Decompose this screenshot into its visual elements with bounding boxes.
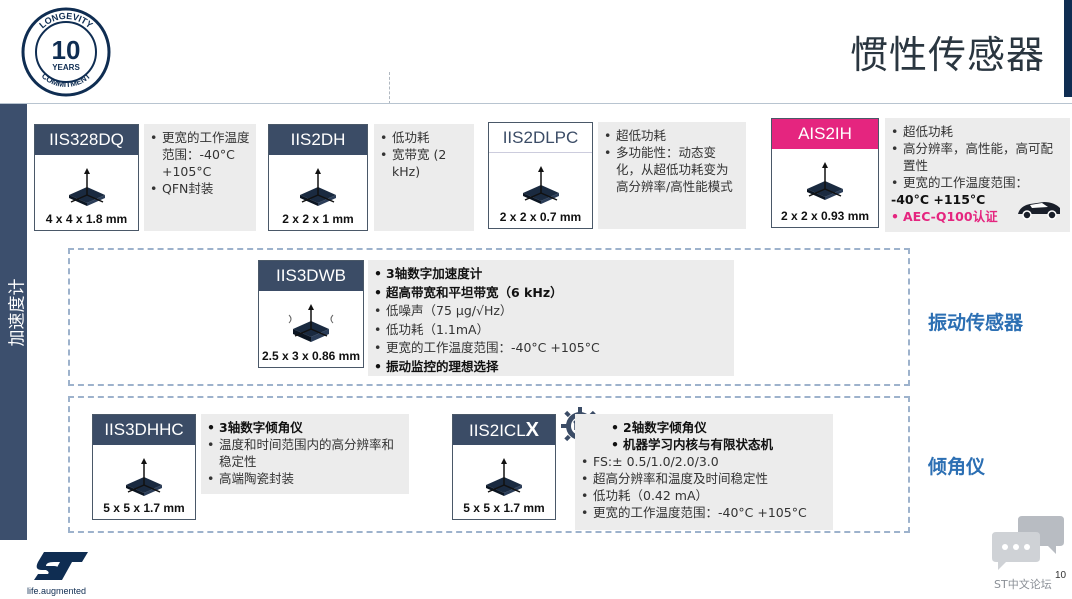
chip-icon: [522, 166, 559, 204]
feature-item: 多功能性：动态变化，从超低功耗变为高分辨率/高性能模式: [604, 144, 740, 195]
product-dimensions: 2 x 2 x 0.93 mm: [780, 209, 870, 223]
feature-item: 高端陶瓷封装: [207, 470, 403, 487]
feature-item: 温度和时间范围内的高分辨率和稳定性: [207, 436, 403, 470]
feature-item: 超高带宽和平坦带宽（6 kHz）: [374, 284, 728, 303]
certification: AEC-Q100认证: [891, 208, 1064, 225]
product-dimensions: 5 x 5 x 1.7 mm: [103, 501, 185, 515]
product-dimensions: 2 x 2 x 1 mm: [282, 212, 354, 226]
product-name: IIS3DHHC: [93, 415, 195, 445]
longevity-years: YEARS: [52, 63, 80, 72]
product-name: IIS2DLPC: [489, 123, 592, 153]
feature-item: 更宽的工作温度范围：-40°C +105°C: [374, 339, 728, 358]
feature-item: 更宽的工作温度范围：-40°C +105°C: [581, 504, 827, 521]
st-logo: [32, 550, 90, 586]
feature-list-iis2dh: 低功耗 宽带宽 (2 kHz): [374, 124, 474, 231]
product-name: IIS2ICLX: [453, 415, 555, 445]
feature-list-iis2iclx: 2轴数字倾角仪 机器学习内核与有限状态机 FS:± 0.5/1.0/2.0/3.…: [575, 414, 833, 530]
feature-item: 低功耗（1.1mA）: [374, 321, 728, 340]
product-card-iis2iclx: IIS2ICLX 5 x 5 x 1.7 mm: [452, 414, 556, 520]
chip-icon: [486, 458, 522, 496]
group-label-inclinometer: 倾角仪: [928, 456, 986, 478]
feature-item: 高分辨率，高性能，高可配置性: [891, 140, 1064, 174]
feature-list-iis3dhhc: 3轴数字倾角仪 温度和时间范围内的高分辨率和稳定性 高端陶瓷封装: [201, 414, 409, 494]
feature-item: 低功耗（0.42 mA）: [581, 487, 827, 504]
tagline: life.augmented: [27, 586, 87, 596]
chip-icon: [126, 458, 162, 496]
feature-item: 振动监控的理想选择: [374, 358, 728, 377]
temperature-range: -40°C +115°C: [891, 192, 986, 207]
longevity-number: 10: [52, 35, 81, 65]
product-dimensions: 4 x 4 x 1.8 mm: [45, 212, 128, 226]
feature-item: 超低功耗: [604, 127, 740, 144]
longevity-badge: LONGEVITY COMMITMENT 10 YEARS: [21, 7, 111, 97]
chip-icon: [288, 304, 334, 342]
group-label-vibration: 振动传感器: [928, 312, 1024, 334]
page-title: 惯性传感器: [850, 33, 1046, 77]
chip-icon: [68, 168, 105, 206]
product-card-iis2dlpc: IIS2DLPC 2 x 2 x 0.7 mm: [488, 122, 593, 229]
car-icon: [1014, 196, 1064, 226]
product-card-iis328dq: IIS328DQ 4 x 4 x 1.8 mm: [34, 124, 139, 231]
feature-item: 更宽的工作温度范围：-40°C +105°C: [150, 129, 250, 180]
side-band: [0, 104, 27, 540]
feature-item: 超低功耗: [891, 123, 1064, 140]
vibration-sensor-group: [68, 248, 910, 386]
product-card-iis3dhhc: IIS3DHHC 5 x 5 x 1.7 mm: [92, 414, 196, 520]
feature-item: 3轴数字倾角仪: [207, 419, 403, 436]
page-number: 10: [1055, 570, 1067, 581]
product-dimensions: 2 x 2 x 0.7 mm: [499, 210, 582, 224]
product-card-iis2dh: IIS2DH 2 x 2 x 1 mm: [268, 124, 368, 231]
feature-item: 更宽的工作温度范围：: [891, 174, 1064, 191]
feature-list-ais2ih: 超低功耗 高分辨率，高性能，高可配置性 更宽的工作温度范围： -40°C +11…: [885, 118, 1070, 232]
product-name: IIS328DQ: [35, 125, 138, 155]
product-name-suffix: X: [525, 419, 540, 441]
feature-item: 2轴数字倾角仪: [611, 419, 827, 436]
product-name: IIS3DWB: [259, 261, 363, 291]
feature-item: QFN封装: [150, 180, 250, 197]
feature-item: 超高分辨率和温度及时间稳定性: [581, 470, 827, 487]
chip-icon: [300, 168, 336, 206]
feature-item: 低功耗: [380, 129, 468, 146]
feature-item: 宽带宽 (2 kHz): [380, 146, 468, 180]
product-card-ais2ih: AIS2IH 2 x 2 x 0.93 mm: [771, 118, 879, 228]
chip-icon: [807, 162, 843, 200]
product-card-iis3dwb: IIS3DWB 2.5 x 3 x 0.86 mm: [258, 260, 364, 368]
feature-item: 3轴数字加速度计: [374, 265, 728, 284]
product-dimensions: 2.5 x 3 x 0.86 mm: [261, 349, 361, 363]
feature-item: 机器学习内核与有限状态机: [611, 436, 827, 453]
forum-watermark: ST中文论坛: [994, 578, 1052, 591]
feature-list-iis328dq: 更宽的工作温度范围：-40°C +105°C QFN封装: [144, 124, 256, 231]
product-name: AIS2IH: [772, 119, 878, 149]
product-name: IIS2DH: [269, 125, 367, 155]
header-accent-bar: [1064, 0, 1072, 97]
feature-list-iis3dwb: 3轴数字加速度计 超高带宽和平坦带宽（6 kHz） 低噪声（75 µg/√Hz）…: [368, 260, 734, 376]
feature-item: 低噪声（75 µg/√Hz）: [374, 302, 728, 321]
inclinometer-group: [68, 396, 910, 533]
header-divider: [0, 103, 1072, 104]
divider: [389, 72, 390, 104]
product-dimensions: 5 x 5 x 1.7 mm: [463, 501, 545, 515]
product-name-text: IIS2ICL: [468, 421, 526, 440]
chat-bubble-icon: [992, 514, 1064, 578]
feature-list-iis2dlpc: 超低功耗 多功能性：动态变化，从超低功耗变为高分辨率/高性能模式: [598, 122, 746, 229]
feature-item: FS:± 0.5/1.0/2.0/3.0: [581, 453, 827, 470]
side-label: 加速度计: [7, 278, 28, 347]
